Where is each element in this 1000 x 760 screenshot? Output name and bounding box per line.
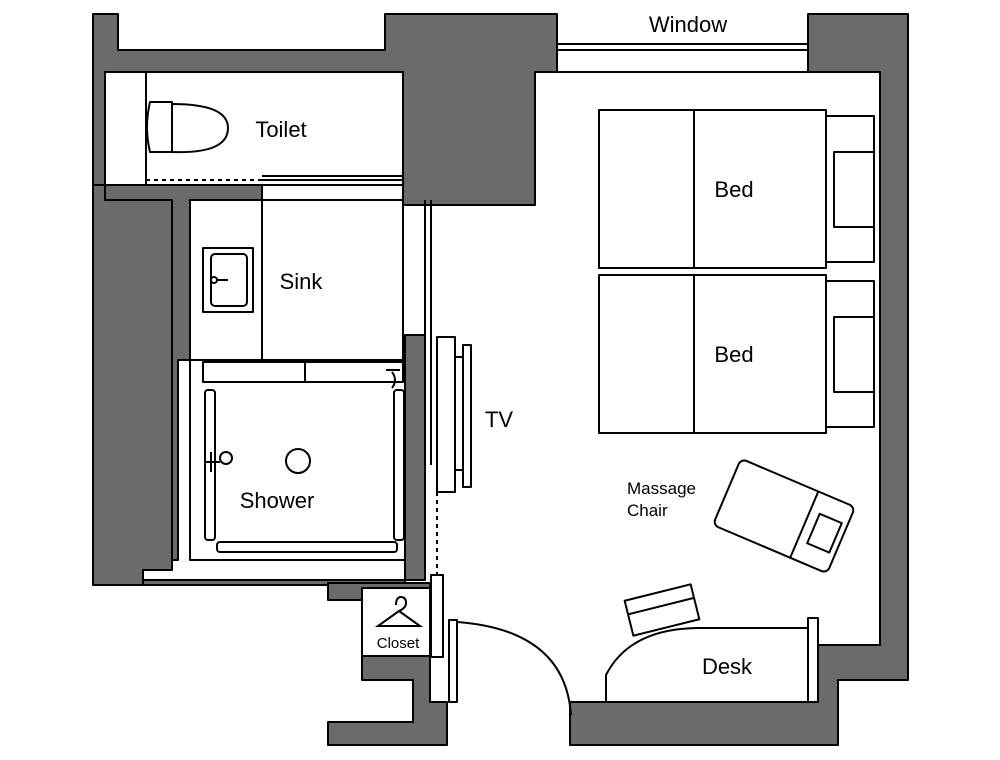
massage-chair bbox=[713, 459, 855, 573]
shower-head-icon bbox=[205, 448, 311, 474]
window bbox=[556, 43, 809, 73]
desk bbox=[605, 617, 819, 703]
wall-left bbox=[92, 184, 173, 586]
bed-top bbox=[598, 109, 875, 269]
massage-chair-label-line1: Massage bbox=[627, 479, 696, 498]
desk-label: Desk bbox=[702, 654, 753, 679]
desk-chair bbox=[623, 583, 701, 637]
sink-label: Sink bbox=[280, 269, 324, 294]
closet-label: Closet bbox=[377, 635, 420, 652]
sink-icon bbox=[202, 247, 254, 313]
window-label: Window bbox=[649, 12, 727, 37]
bed-bottom-label: Bed bbox=[714, 342, 753, 367]
toilet-icon bbox=[146, 101, 229, 154]
bed-top-label: Bed bbox=[714, 177, 753, 202]
tv-partition bbox=[424, 335, 472, 578]
tv-label: TV bbox=[485, 407, 513, 432]
entrance-door bbox=[448, 619, 572, 716]
bed-bottom bbox=[598, 274, 875, 434]
massage-chair-label-line2: Chair bbox=[627, 501, 668, 520]
shower-label: Shower bbox=[240, 488, 315, 513]
toilet-label: Toilet bbox=[255, 117, 306, 142]
hanger-icon bbox=[374, 595, 424, 627]
